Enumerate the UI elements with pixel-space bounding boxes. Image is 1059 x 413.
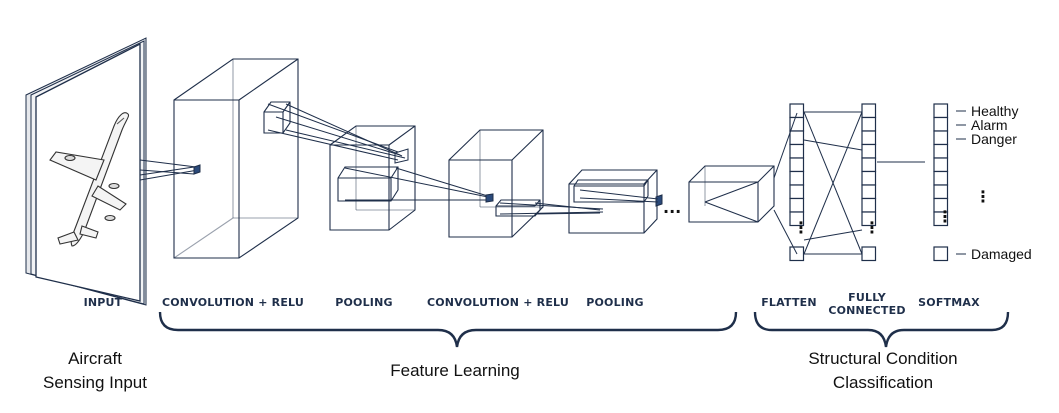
class-label-danger: Danger [971,131,1017,147]
input-receptive-rays [139,159,201,181]
class-label-damaged: Damaged [971,246,1032,262]
conv1-feature-map [173,58,299,259]
softmax-unit [933,116,949,132]
flatten-unit [789,184,805,200]
pool1-feature-map [329,125,416,231]
flatten-to-fc-connections [773,111,863,255]
class-ellipsis: ⋮ [975,187,991,206]
group-label-feature-learning: Feature Learning [390,361,519,380]
stage-label-pool1: POOLING [335,296,393,309]
softmax-unit [933,130,949,146]
stage-label-fully-connected-1: FULLY [848,291,887,304]
flatten-ellipsis: ⋮ [793,218,809,237]
group-label-aircraft-1: Aircraft [68,349,122,368]
fc-unit [861,103,877,119]
fully-connected-column [861,103,877,262]
softmax-ellipsis: ⋮ [937,207,953,226]
softmax-unit [933,211,949,227]
softmax-unit [933,157,949,173]
stage-label-softmax: SOFTMAX [918,296,980,309]
class-labels: Healthy Alarm Danger Damaged [956,103,1032,262]
fc-unit [861,143,877,159]
flatten-unit [789,116,805,132]
softmax-unit [933,103,949,119]
flatten-unit [789,157,805,173]
continuation-dots: ... [663,198,681,217]
group-label-structural-2: Classification [833,373,933,392]
softmax-unit [933,170,949,186]
fc-unit [861,130,877,146]
fc-unit [861,211,877,227]
aircraft-image [49,112,130,247]
feature-learning-brace [158,311,738,348]
stage-label-fully-connected-2: CONNECTED [828,304,905,317]
fc-unit [861,116,877,132]
fc-last-unit [861,246,877,262]
conv2-to-pool2-rays [499,202,604,215]
pool1-to-conv2-rays [344,167,494,203]
flatten-unit [789,197,805,213]
conv1-to-pool1-rays [267,103,406,161]
fc-unit [861,170,877,186]
group-label-structural-1: Structural Condition [808,349,957,368]
class-label-healthy: Healthy [971,103,1018,119]
conv2-feature-map [448,129,544,238]
softmax-last-unit [933,246,949,262]
fc-unit [861,157,877,173]
flatten-unit [789,211,805,227]
flatten-unit [789,170,805,186]
softmax-unit [933,143,949,159]
stage-label-input: INPUT [84,296,123,309]
stage-label-conv1: CONVOLUTION + RELU [162,296,304,309]
final-feature-map [688,165,775,223]
classification-brace [753,311,1010,348]
group-label-aircraft-2: Sensing Input [43,373,147,392]
stage-label-conv2: CONVOLUTION + RELU [427,296,569,309]
flatten-unit [789,130,805,146]
flatten-unit [789,143,805,159]
stage-label-pool2: POOLING [586,296,644,309]
fc-unit [861,197,877,213]
softmax-unit [933,184,949,200]
softmax-column [933,103,949,262]
fc-ellipsis: ⋮ [864,218,880,237]
flatten-column [789,103,805,262]
flatten-unit [789,103,805,119]
fc-unit [861,184,877,200]
stage-label-flatten: FLATTEN [761,296,817,309]
pool2-feature-map [568,169,663,234]
class-label-alarm: Alarm [971,117,1008,133]
